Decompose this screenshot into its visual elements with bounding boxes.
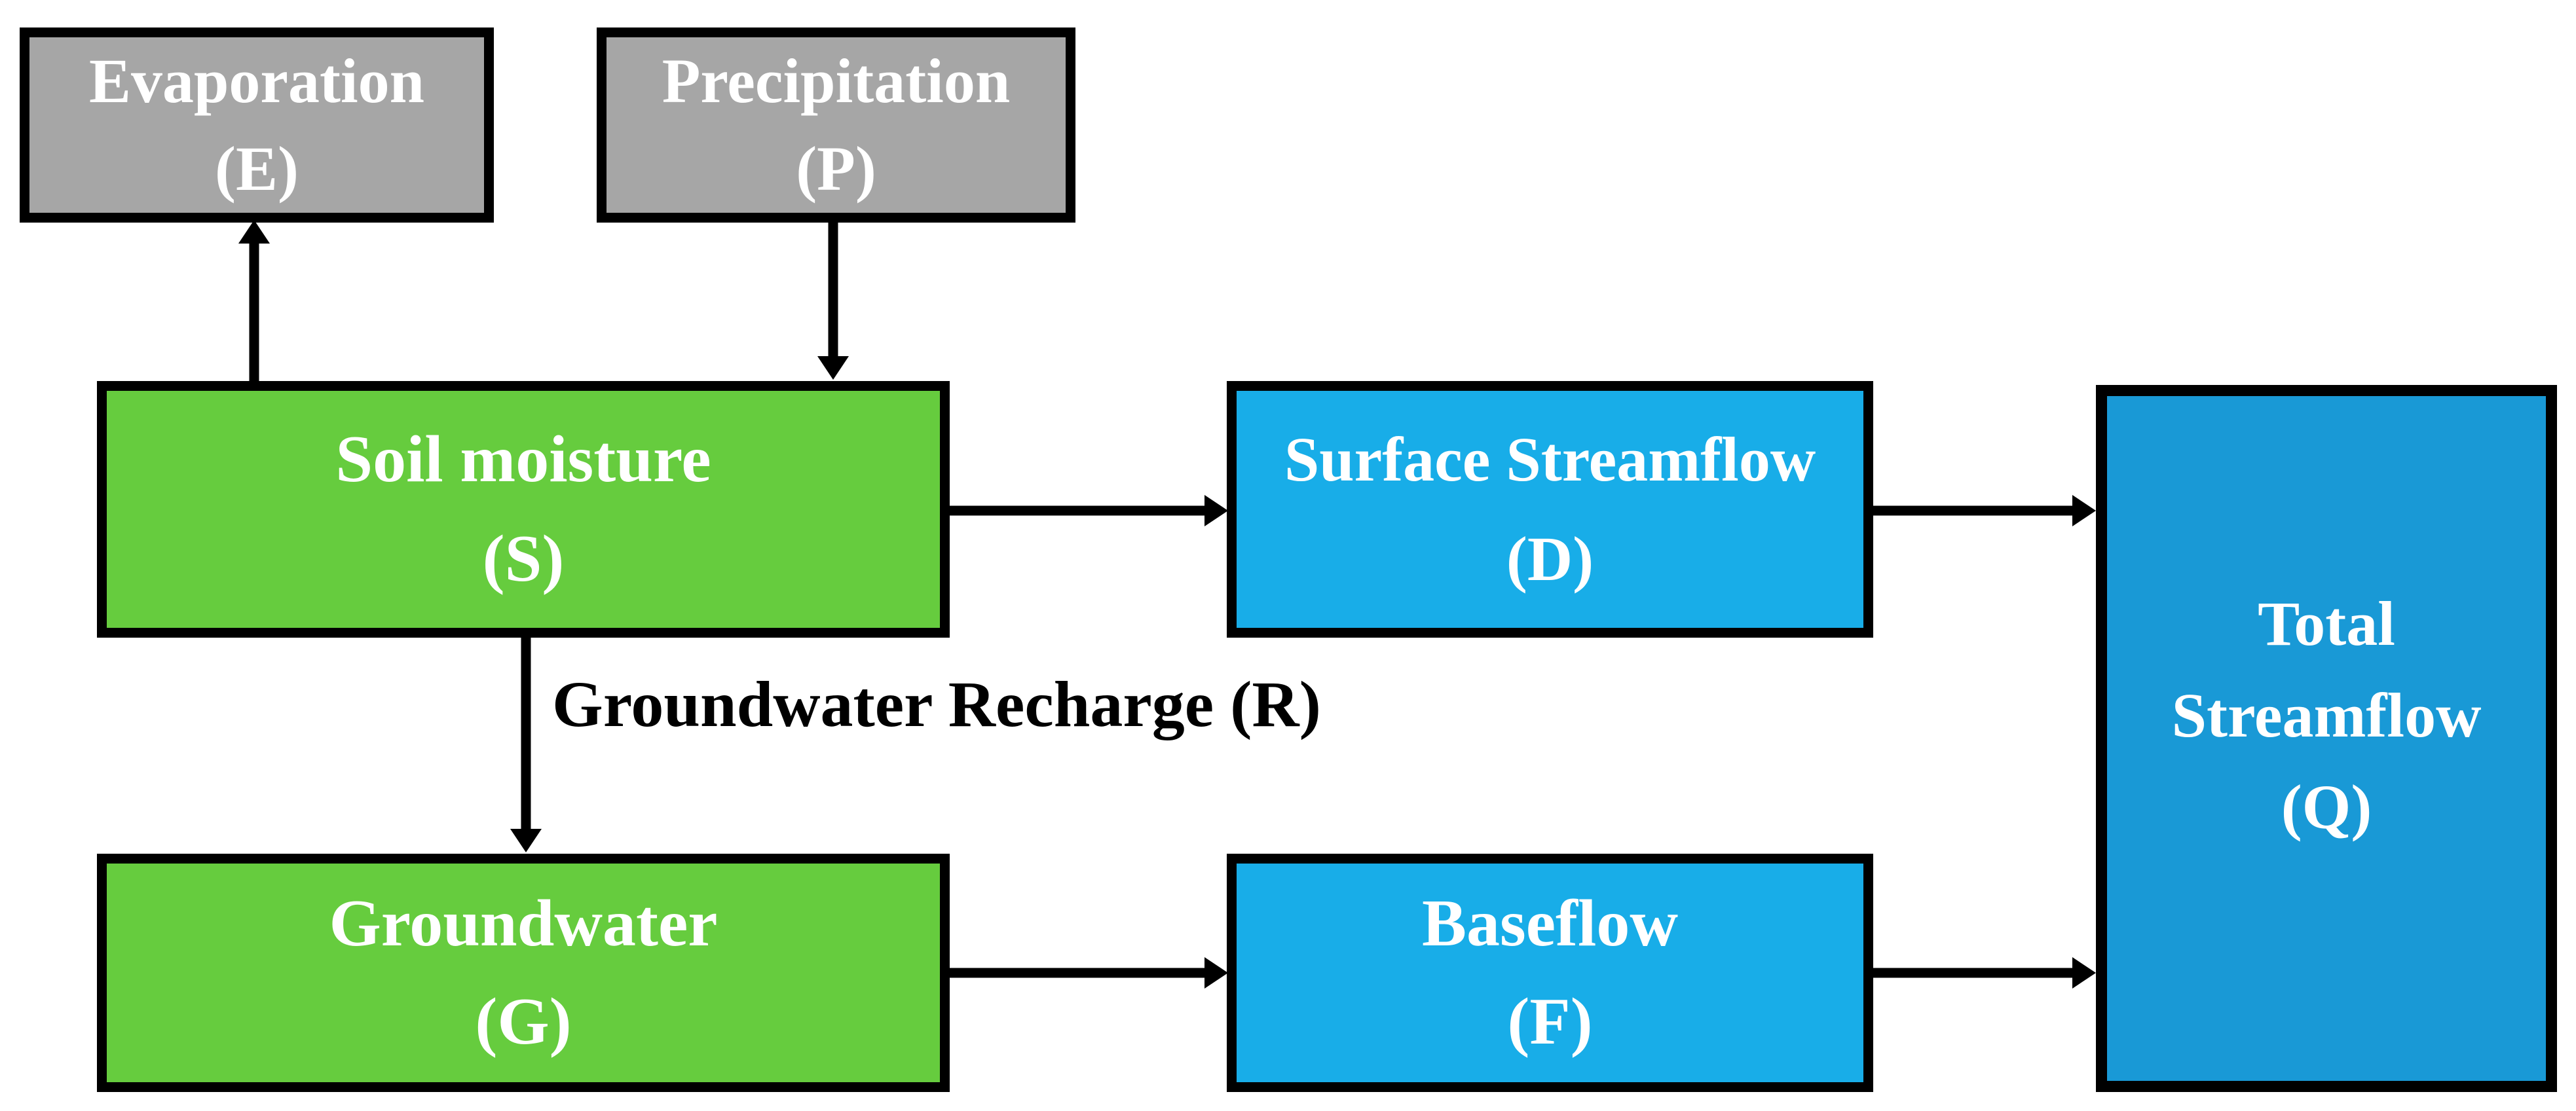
node-surface-streamflow-symbol: (D) [1506, 524, 1594, 594]
node-total-streamflow-symbol: (Q) [2281, 772, 2372, 842]
node-baseflow-label: Baseflow [1422, 886, 1678, 960]
arrow-groundwater-to-baseflow [950, 957, 1228, 989]
node-total-streamflow: Total Streamflow (Q) [2096, 385, 2557, 1092]
arrow-precipitation-to-soil-moisture [817, 223, 849, 380]
node-groundwater: Groundwater (G) [97, 854, 950, 1092]
node-groundwater-label: Groundwater [329, 886, 718, 960]
node-surface-streamflow-label: Surface Streamflow [1284, 424, 1816, 494]
arrow-surface-streamflow-to-total-streamflow [1873, 495, 2096, 526]
node-precipitation-symbol: (P) [796, 134, 876, 204]
node-evaporation-label: Evaporation [88, 46, 425, 116]
arrow-soil-moisture-to-evaporation [238, 220, 270, 381]
edge-label-groundwater-recharge: Groundwater Recharge (R) [544, 656, 1330, 753]
edge-label-groundwater-recharge-symbol: (R) [1230, 668, 1321, 740]
node-surface-streamflow: Surface Streamflow (D) [1227, 381, 1873, 638]
node-soil-moisture: Soil moisture (S) [97, 381, 950, 638]
node-precipitation-label: Precipitation [662, 46, 1011, 116]
node-total-streamflow-label-line1: Total [2258, 589, 2395, 659]
node-evaporation: Evaporation (E) [20, 27, 494, 223]
edge-label-groundwater-recharge-text: Groundwater Recharge [552, 668, 1214, 740]
node-baseflow: Baseflow (F) [1227, 854, 1873, 1092]
node-baseflow-symbol: (F) [1507, 985, 1593, 1059]
node-total-streamflow-label-line2: Streamflow [2171, 680, 2482, 750]
arrow-soil-moisture-to-groundwater [510, 638, 542, 852]
node-soil-moisture-label: Soil moisture [335, 422, 711, 496]
node-precipitation: Precipitation (P) [597, 27, 1075, 223]
node-evaporation-symbol: (E) [215, 134, 299, 204]
node-soil-moisture-symbol: (S) [482, 522, 565, 596]
node-groundwater-symbol: (G) [475, 985, 572, 1059]
arrow-baseflow-to-total-streamflow [1873, 957, 2096, 989]
arrow-soil-moisture-to-surface-streamflow [950, 495, 1228, 526]
